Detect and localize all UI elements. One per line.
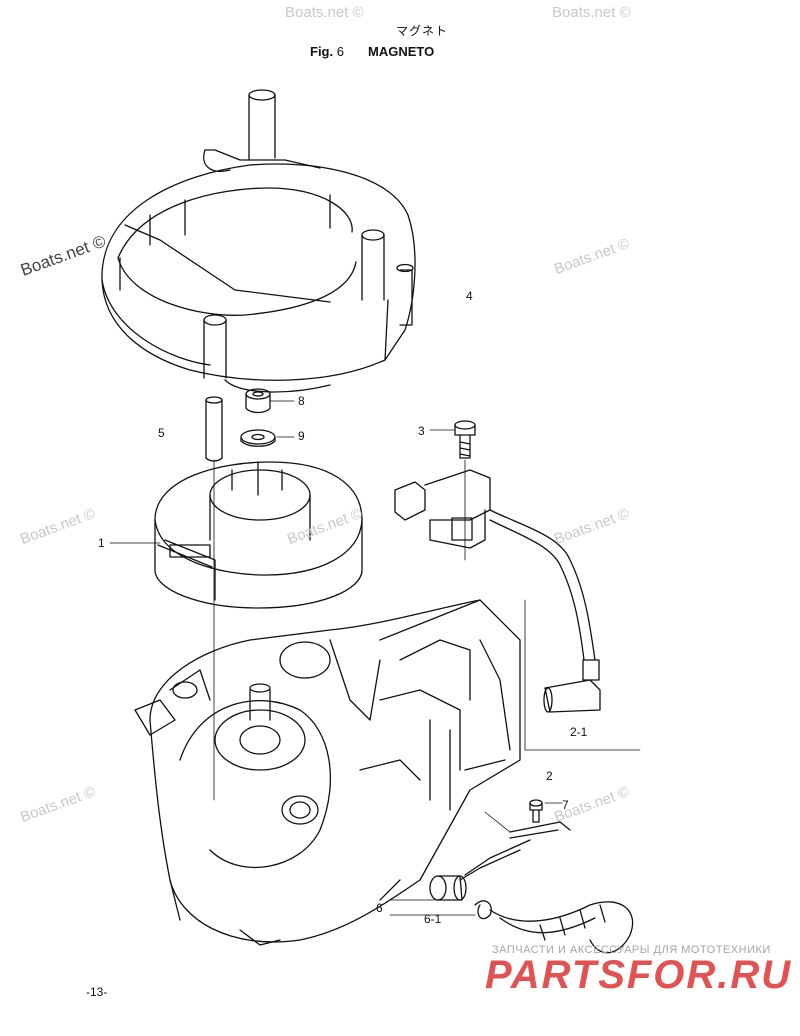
figure-header: マグネト Fig. 6 MAGNETO [0,20,800,65]
callout-6: 6 [376,901,383,915]
watermark: Boats.net © [552,4,631,21]
callout-8: 8 [298,394,305,408]
callout-5: 5 [158,426,165,440]
callout-1: 1 [98,536,105,550]
screw-7 [529,799,543,823]
brand-logo: PARTSFOR.RU [485,953,793,997]
callout-4: 4 [466,289,473,303]
callout-2-1: 2-1 [570,725,588,739]
figure-label: Fig. 6 [310,44,344,59]
page-number: -13- [86,985,108,999]
ignition-coil [394,469,601,713]
watermark: Boats.net © [285,4,364,21]
brand-subtitle: ЗАПЧАСТИ И АКСЕССУАРЫ ДЛЯ МОТОТЕХНИКИ [492,944,771,956]
callout-2: 2 [546,769,553,783]
dowel-pin [205,396,223,462]
lanyard-cord [474,900,634,954]
stop-switch [429,821,571,901]
nut-8 [245,388,271,414]
japanese-title: マグネト [396,24,449,38]
figure-prefix: Fig. [310,44,334,59]
callout-7: 7 [562,798,569,812]
leader-lines [109,400,641,916]
figure-number: 6 [336,44,344,59]
figure-title: MAGNETO [368,44,435,59]
crankcase [134,599,521,946]
flywheel-cover [101,89,416,393]
callout-6-1: 6-1 [424,912,442,926]
callout-3: 3 [418,424,425,438]
bolt-3 [454,420,476,459]
washer-9 [240,429,276,447]
callout-9: 9 [298,429,305,443]
stator-coil [154,461,363,609]
